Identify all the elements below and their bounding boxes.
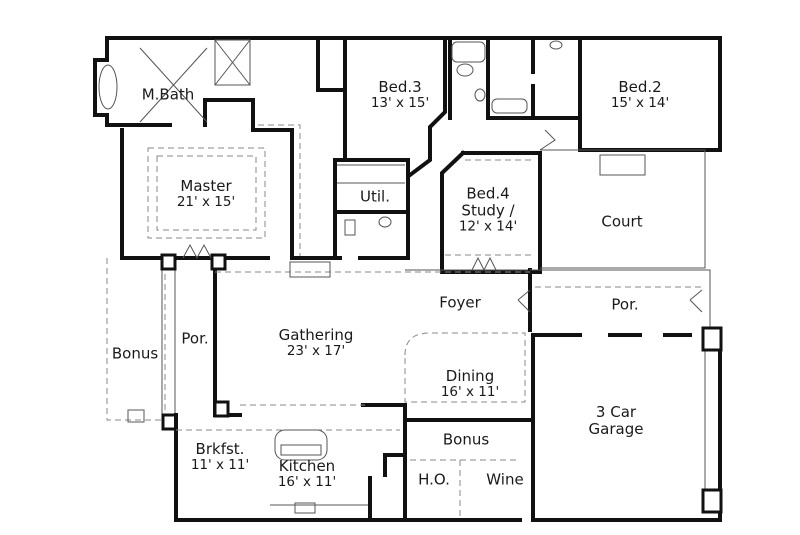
room-label-court: Court [601,212,643,231]
room-label-wine: Wine [486,470,524,489]
room-name: Bed.3 [378,78,422,97]
room-dimensions: 11' x 11' [190,456,250,473]
room-name: Foyer [439,293,481,312]
room-label-foyer: Foyer [439,293,481,312]
room-name: Bonus [111,344,159,363]
room-name: 3 Car [595,403,637,422]
room-label-por-left: Por. [181,329,209,348]
room-dimensions: 21' x 15' [176,193,236,210]
room-name: Brkfst. [195,440,245,459]
room-label-bonus-left: Bonus [111,344,159,363]
room-name: Bed.4 [466,184,510,203]
room-name: Court [601,212,643,231]
room-label-por-right: Por. [611,295,639,314]
room-name: Util. [360,187,390,206]
room-label-bonus-center: Bonus [442,430,490,449]
room-dimensions: 16' x 11' [440,383,500,400]
room-dimensions: 12' x 14' [458,218,518,235]
room-name: Study / [461,201,515,220]
room-name: Dining [445,367,495,386]
room-name: Wine [486,470,524,489]
room-name: Garage [588,420,644,438]
room-name: Gathering [278,326,354,345]
room-dimensions: 15' x 14' [610,94,670,111]
room-label-util: Util. [360,187,390,206]
room-name: Por. [181,329,209,348]
room-label-m-bath: M.Bath [141,85,195,104]
room-name: M.Bath [141,85,195,104]
room-name: Bonus [442,430,490,449]
room-dimensions: 16' x 11' [277,473,337,490]
room-label-h-o: H.O. [418,470,450,489]
room-label-brkfst: Brkfst.11' x 11' [191,441,249,473]
room-name: H.O. [418,470,450,489]
room-name: Master [180,177,232,196]
room-dimensions: 13' x 15' [370,94,430,111]
room-name: Kitchen [278,457,336,476]
room-name: Por. [611,295,639,314]
room-name: Bed.2 [618,78,662,97]
room-dimensions: 23' x 17' [286,342,346,359]
